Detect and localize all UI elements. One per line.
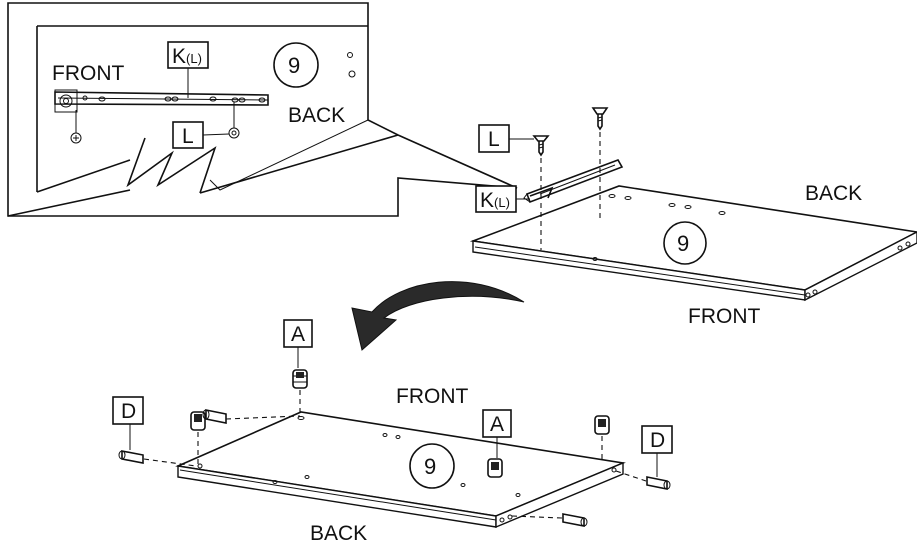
lower-part-number: 9 [424, 454, 436, 479]
dowel-top-left [202, 409, 301, 424]
upper-part-number: 9 [677, 231, 689, 256]
cam-label-top: A [291, 323, 305, 346]
lower-front-label: FRONT [396, 385, 468, 408]
dowel-bottom [511, 513, 588, 527]
flip-arrow [351, 281, 525, 351]
dowel-label-right: D [650, 429, 665, 452]
cam-fitting-right [594, 415, 610, 462]
dowel-left [118, 450, 197, 467]
cam-fitting-mid [487, 458, 503, 478]
cam-fittings [190, 369, 610, 478]
upper-back-label: BACK [805, 182, 862, 205]
upper-rail-label: K(L) [480, 189, 510, 212]
upper-screws [532, 107, 609, 250]
dowels [118, 409, 671, 527]
detail-callout: FRONT K(L) 9 BACK [7, 2, 518, 217]
rail-detail [54, 89, 269, 113]
dowel-right [615, 470, 671, 490]
upper-front-label: FRONT [688, 305, 760, 328]
lower-labels: A A D D [112, 319, 673, 477]
upper-panel-group: 9 BACK FRONT L K(L) [469, 107, 917, 328]
callout-screw-label: L [182, 125, 194, 148]
upper-screw-label: L [488, 128, 500, 151]
cam-fitting-left [190, 411, 206, 464]
callout-front-label: FRONT [52, 62, 124, 85]
lower-back-label: BACK [310, 522, 367, 545]
callout-part-number: 9 [288, 53, 300, 78]
cam-fitting-top [292, 369, 308, 416]
callout-rail-label: K(L) [172, 45, 202, 68]
callout-back-label: BACK [288, 104, 345, 127]
dowel-label-left: D [121, 400, 136, 423]
cam-label-mid: A [490, 413, 504, 436]
lower-panel-group: 9 FRONT BACK [175, 385, 626, 545]
